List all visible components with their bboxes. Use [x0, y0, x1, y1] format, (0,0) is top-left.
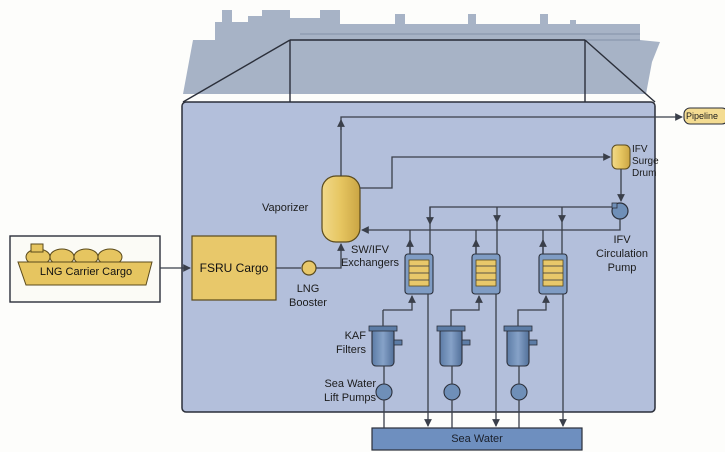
sw-ifv-exchangers-label-line1: SW/IFV	[351, 244, 389, 256]
sw-ifv-exchanger-3	[538, 253, 568, 295]
sea-water-label: Sea Water	[451, 433, 503, 445]
kaf-filters-label: KAF Filters	[310, 329, 366, 357]
vaporizer-vessel	[321, 175, 361, 243]
sw-ifv-exchanger-2	[471, 253, 501, 295]
process-flow-lines	[160, 113, 683, 428]
sea-water-lift-pumps-label: Sea Water Lift Pumps	[300, 377, 376, 405]
lng-carrier-ship-icon	[17, 243, 153, 286]
sea-water-lift-pumps-label-line1: Sea Water	[324, 378, 376, 390]
sea-water-lift-pump-2	[443, 383, 461, 401]
lng-booster-label-line2: Booster	[289, 297, 327, 309]
ifv-circulation-pump-label: IFV Circulation Pump	[584, 233, 660, 275]
sw-ifv-exchangers-label-line2: Exchangers	[340, 257, 400, 269]
lng-carrier-cargo-label: LNG Carrier Cargo	[39, 266, 133, 278]
ifv-surge-drum-label-line3: Drum	[632, 168, 657, 179]
pipeline-label: Pipeline	[686, 111, 719, 121]
sea-water-lift-pump-3	[510, 383, 528, 401]
ifv-circulation-pump-label-line1: IFV	[613, 234, 631, 246]
kaf-filters-label-line1: KAF	[344, 330, 366, 342]
pipeline-box	[683, 107, 725, 125]
ifv-surge-drum-label: IFV Surge Drum	[632, 144, 659, 180]
lng-booster-label: LNG Booster	[282, 282, 334, 310]
ifv-surge-drum-label-line2: Surge	[632, 156, 659, 167]
ifv-circulation-pump-label-line3: Pump	[607, 262, 637, 274]
ifv-surge-drum	[611, 144, 631, 170]
fsru-cargo-label: FSRU Cargo	[199, 261, 269, 275]
ifv-circulation-pump-label-line2: Circulation	[596, 248, 648, 260]
zoom-callout-lines	[182, 39, 656, 103]
lng-booster-pump	[301, 260, 317, 276]
sea-water-lift-pump-1	[375, 383, 393, 401]
vaporizer-label: Vaporizer	[262, 202, 309, 214]
fsru-cargo-tank	[191, 235, 277, 301]
sw-ifv-exchanger-1	[404, 253, 434, 295]
sea-water-intake-bar	[371, 427, 583, 451]
sw-ifv-exchangers-label: SW/IFV Exchangers	[337, 244, 403, 270]
kaf-filters-label-line2: Filters	[336, 344, 366, 356]
fsru-ship-silhouette	[183, 10, 660, 94]
lng-booster-label-line1: LNG	[296, 283, 320, 295]
ifv-surge-drum-label-line1: IFV	[632, 144, 648, 155]
sea-water-lift-pumps-label-line2: Lift Pumps	[324, 392, 376, 404]
kaf-filter-2	[436, 325, 471, 367]
kaf-filter-1	[368, 325, 403, 367]
ifv-circulation-pump	[611, 202, 629, 220]
